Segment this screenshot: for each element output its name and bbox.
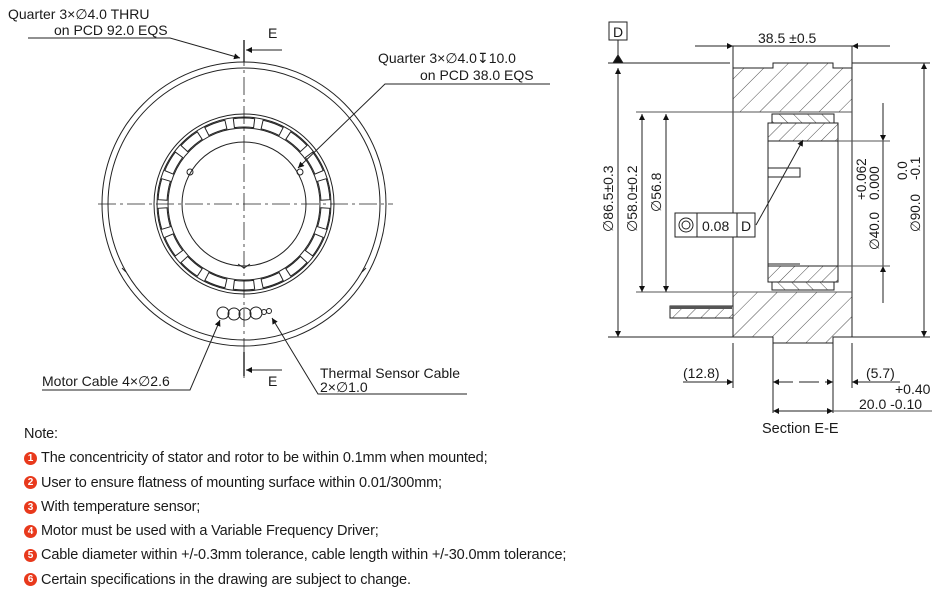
thru-holes-callout-line1: Quarter 3×∅4.0 THRU (8, 6, 150, 22)
datum-triangle (612, 54, 624, 64)
thru-holes-callout-line2: on PCD 92.0 EQS (54, 22, 168, 38)
stator-slot (204, 119, 228, 137)
stator-slot (260, 271, 284, 289)
rotor-body (767, 140, 839, 267)
housing-notches (121, 267, 367, 273)
stator-slot (260, 119, 284, 137)
note-text: Motor must be used with a Variable Frequ… (41, 523, 379, 540)
stator-upper (767, 122, 839, 142)
note-number-badge: 2 (24, 476, 37, 490)
section-view (608, 21, 932, 414)
concentricity-tolerance: 0.08 (702, 218, 729, 234)
width-dimension: 38.5 ±0.5 (758, 30, 816, 46)
note-item: 3 With temperature sensor; (24, 495, 566, 519)
dia58-dimension: ∅58.0±0.2 (624, 165, 640, 232)
notes-block: Note: 1 The concentricity of stator and r… (24, 422, 566, 592)
thermal-cable-label-line1: Thermal Sensor Cable (320, 365, 460, 381)
blind-holes-callout-line2: on PCD 38.0 EQS (420, 67, 534, 83)
note-item: 4 Motor must be used with a Variable Freq… (24, 519, 566, 543)
stator-slot (180, 131, 203, 153)
section-marker-top: E (268, 25, 277, 41)
concentricity-icon-inner (681, 220, 691, 230)
note-item: 5 Cable diameter within +/-0.3mm toleranc… (24, 543, 566, 567)
pcd38-hole (296, 168, 304, 176)
stator-slot (232, 117, 256, 129)
stator-slots (157, 117, 331, 291)
thermal-cable-hole (266, 308, 272, 314)
motor-cable-hole (227, 307, 241, 321)
stator-slot (285, 131, 308, 153)
note-number-badge: 1 (24, 451, 37, 465)
dia56-dimension: ∅56.8 (648, 172, 664, 212)
dim-12-8: (12.8) (683, 365, 720, 381)
stator-slot (157, 178, 172, 201)
stator-lower-outer (771, 281, 835, 291)
motor-cable-hole (216, 306, 230, 320)
notes-title: Note: (24, 426, 58, 442)
blind-holes-callout-line1: Quarter 3×∅4.0↧10.0 (378, 50, 516, 66)
motor-cable-hole (238, 307, 252, 321)
dim-5-7: (5.7) (866, 365, 895, 381)
note-number-badge: 3 (24, 500, 37, 514)
housing-top-section (732, 62, 853, 113)
concentricity-datum: D (741, 218, 751, 234)
note-item: 1 The concentricity of stator and rotor t… (24, 446, 566, 470)
dia90-lower-tol: -0.1 (908, 157, 923, 180)
note-number-badge: 6 (24, 573, 37, 587)
datum-label: D (613, 24, 623, 40)
note-number-badge: 5 (24, 549, 37, 563)
note-text: With temperature sensor; (41, 498, 201, 515)
stator-slot (157, 207, 172, 230)
dia90-base: ∅90.0 (908, 194, 923, 232)
concentricity-frame (674, 212, 756, 238)
section-title: Section E-E (762, 421, 839, 437)
section-marker-bottom: E (268, 373, 277, 389)
stator-slot (304, 233, 324, 257)
note-item: 2 User to ensure flatness of mounting sur… (24, 471, 566, 495)
note-number-badge: 4 (24, 524, 37, 538)
motor-cable-leader (42, 319, 221, 391)
concentricity-icon (678, 217, 694, 233)
dia86-dimension: ∅86.5±0.3 (600, 165, 616, 232)
stator-slot (285, 255, 308, 277)
stator-slot (180, 255, 203, 277)
housing-bottom-section (732, 291, 853, 344)
dim-20-upper-tol: +0.40 (895, 381, 931, 397)
motor-cable-hole (249, 306, 263, 320)
note-item: 6 Certain specifications in the drawing a… (24, 568, 566, 592)
rotor-key (767, 167, 801, 178)
stator-slot (232, 279, 256, 291)
thru-holes-leader (28, 37, 241, 60)
note-text: The concentricity of stator and rotor to… (41, 450, 488, 467)
stator-slot (316, 178, 331, 201)
note-text: Certain specifications in the drawing ar… (41, 571, 411, 588)
dia40-upper-tol: +0.062 (854, 158, 869, 200)
front-view (28, 37, 550, 395)
dia40-base: ∅40.0 (867, 212, 882, 250)
stator-slot (204, 271, 228, 289)
dim-20-base: 20.0 -0.10 (859, 396, 922, 412)
motor-cable-label: Motor Cable 4×∅2.6 (42, 373, 170, 389)
dia90-upper-tol: 0.0 (895, 161, 910, 180)
blind-holes-leader (297, 83, 550, 169)
stator-slot (164, 151, 184, 175)
dia40-lower-tol: 0.000 (867, 166, 882, 200)
stator-lower (767, 265, 839, 283)
stator-slot (164, 233, 184, 257)
thermal-cable-label-line2: 2×∅1.0 (320, 379, 368, 395)
stator-slot (316, 207, 331, 230)
pcd38-hole (186, 168, 194, 176)
stator-upper-outer (771, 113, 835, 124)
concentricity-leader (755, 139, 804, 226)
thermal-cable-leader (271, 317, 467, 395)
cable-stub-edge (670, 306, 732, 309)
note-text: Cable diameter within +/-0.3mm tolerance… (41, 547, 567, 564)
note-text: User to ensure flatness of mounting surf… (41, 474, 442, 491)
